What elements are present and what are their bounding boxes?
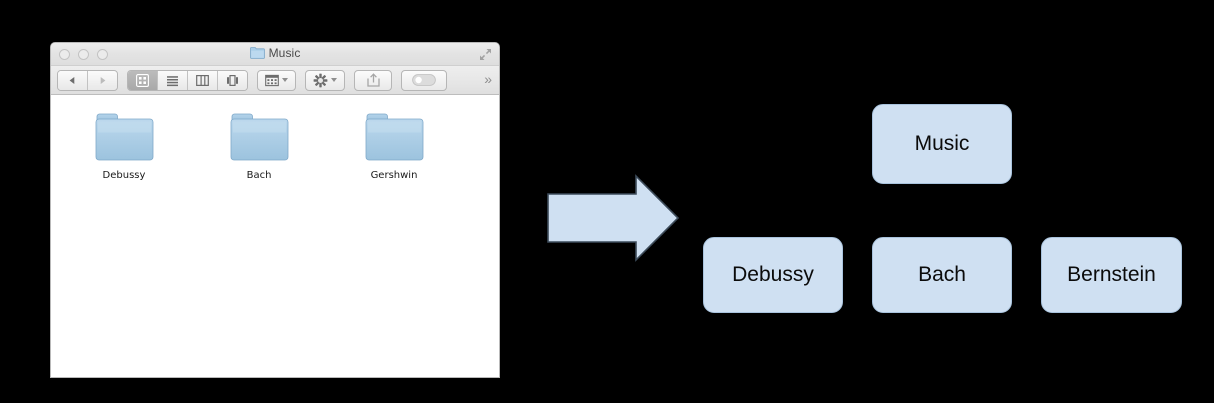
folder-label: Gershwin bbox=[370, 170, 418, 181]
zoom-button[interactable] bbox=[97, 49, 108, 60]
node-label: Bach bbox=[918, 263, 966, 286]
node-label: Debussy bbox=[732, 263, 814, 286]
arrange-grid-icon bbox=[265, 74, 279, 86]
window-title: Music bbox=[51, 46, 499, 60]
folder-bach[interactable]: Bach bbox=[209, 111, 309, 181]
folder-icon bbox=[230, 113, 288, 161]
folder-icon bbox=[95, 113, 153, 161]
node-debussy[interactable]: Debussy bbox=[703, 237, 843, 313]
arrange-button[interactable] bbox=[257, 69, 296, 91]
folder-icon bbox=[365, 113, 423, 161]
icon-view-icon bbox=[136, 73, 149, 87]
action-menu-button[interactable] bbox=[305, 69, 345, 91]
node-bach[interactable]: Bach bbox=[872, 237, 1012, 313]
forward-button[interactable] bbox=[88, 70, 117, 90]
folder-label: Debussy bbox=[102, 170, 146, 181]
back-arrow-icon bbox=[69, 76, 75, 84]
folder-label: Bach bbox=[246, 170, 272, 181]
window-title-text: Music bbox=[268, 46, 301, 60]
back-button[interactable] bbox=[58, 70, 88, 90]
window-titlebar[interactable]: Music bbox=[51, 43, 499, 66]
chevron-down-icon-2 bbox=[331, 78, 337, 82]
folder-icon bbox=[249, 47, 265, 59]
share-icon bbox=[366, 73, 380, 87]
list-view-button[interactable] bbox=[158, 70, 188, 90]
folder-debussy[interactable]: Debussy bbox=[74, 111, 174, 181]
edit-tags-button[interactable] bbox=[401, 69, 447, 91]
tag-pill-icon bbox=[412, 74, 436, 86]
node-label: Bernstein bbox=[1067, 263, 1156, 286]
toolbar-overflow-button[interactable]: » bbox=[484, 71, 492, 87]
coverflow-view-button[interactable] bbox=[218, 70, 247, 90]
icon-view-button[interactable] bbox=[128, 70, 158, 90]
finder-toolbar[interactable]: » bbox=[51, 66, 499, 95]
navigation-buttons[interactable] bbox=[57, 69, 118, 91]
list-view-icon bbox=[167, 75, 178, 86]
coverflow-view-icon bbox=[227, 74, 238, 86]
chevron-down-icon bbox=[282, 78, 288, 82]
column-view-button[interactable] bbox=[188, 70, 218, 90]
share-button[interactable] bbox=[354, 69, 392, 91]
column-view-icon bbox=[196, 74, 209, 86]
right-arrow-icon bbox=[547, 174, 680, 262]
folder-gershwin[interactable]: Gershwin bbox=[344, 111, 444, 181]
node-music[interactable]: Music bbox=[872, 104, 1012, 184]
finder-window[interactable]: Music bbox=[50, 42, 500, 378]
finder-content-area[interactable]: Debussy Bach Gershwin bbox=[51, 95, 499, 376]
close-button[interactable] bbox=[59, 49, 70, 60]
view-mode-segmented-control[interactable] bbox=[127, 69, 248, 91]
node-label: Music bbox=[914, 132, 970, 155]
minimize-button[interactable] bbox=[78, 49, 89, 60]
window-controls bbox=[59, 49, 108, 60]
forward-arrow-icon bbox=[100, 76, 106, 84]
gear-icon bbox=[313, 73, 328, 87]
node-bernstein[interactable]: Bernstein bbox=[1041, 237, 1182, 313]
expand-arrows-icon[interactable] bbox=[479, 48, 492, 61]
